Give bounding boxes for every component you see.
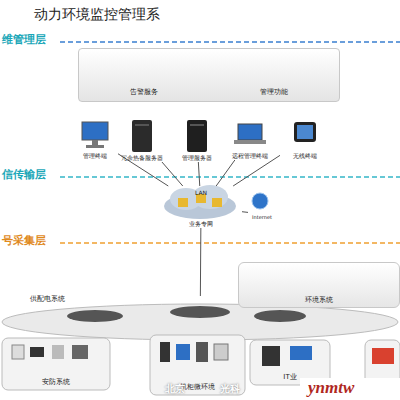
node-label: 供配电系统 <box>30 296 65 304</box>
network-link <box>200 228 201 296</box>
node-label: 远程管理终端 <box>232 153 268 160</box>
watermark: ynmtw <box>308 378 354 398</box>
node-label: 安防系统 <box>42 379 70 387</box>
network-link <box>162 162 183 186</box>
node-label: 管理功能 <box>260 89 288 97</box>
node-label: 业务专网 <box>189 221 213 228</box>
system-node: 环境系统 <box>238 262 400 308</box>
layer-divider <box>60 242 400 243</box>
network-link <box>242 211 248 213</box>
system-node: 冗余热备服务器 <box>114 116 170 162</box>
node-label: 环境系统 <box>305 297 333 305</box>
network-link <box>118 154 168 186</box>
lan-cloud <box>164 185 236 219</box>
watermark: 光科 <box>220 382 240 396</box>
watermark: 北京 <box>165 382 185 396</box>
node-label: IT业 <box>283 374 296 382</box>
system-node: 告警服务 管理功能 <box>78 48 340 102</box>
node-label: 机柜微环境 <box>180 384 215 392</box>
system-node: Internet <box>248 208 276 220</box>
node-label: 告警服务 <box>130 89 158 97</box>
diagram-title: 动力环境监控管理系 <box>34 6 160 24</box>
layer-divider <box>60 176 400 177</box>
internet-globe <box>252 193 268 209</box>
layer-label: 维管理层 <box>2 32 46 47</box>
network-link <box>233 155 280 186</box>
node-label: 无线终端 <box>293 153 317 160</box>
system-node: 远程管理终端 <box>222 118 278 160</box>
system-node: 安防系统 <box>2 338 110 390</box>
network-link <box>216 160 235 186</box>
layer-label: 号采集层 <box>2 233 46 248</box>
layer-label: 信传输层 <box>2 167 46 182</box>
node-label: Internet <box>252 215 272 221</box>
system-node: LAN 业务专网 <box>160 186 242 228</box>
node-label: LAN <box>195 190 207 197</box>
layer-divider <box>60 41 400 42</box>
node-label: 冗余热备服务器 <box>121 155 163 162</box>
system-node: 无线终端 <box>280 118 330 160</box>
system-node: 管理服务器 <box>172 116 222 162</box>
watermark-box <box>300 378 400 400</box>
system-node: 管理终端 <box>72 118 118 160</box>
node-label: 管理服务器 <box>182 155 212 162</box>
network-link <box>198 162 199 186</box>
node-label: 管理终端 <box>83 153 107 160</box>
terminal-icons <box>82 120 316 152</box>
